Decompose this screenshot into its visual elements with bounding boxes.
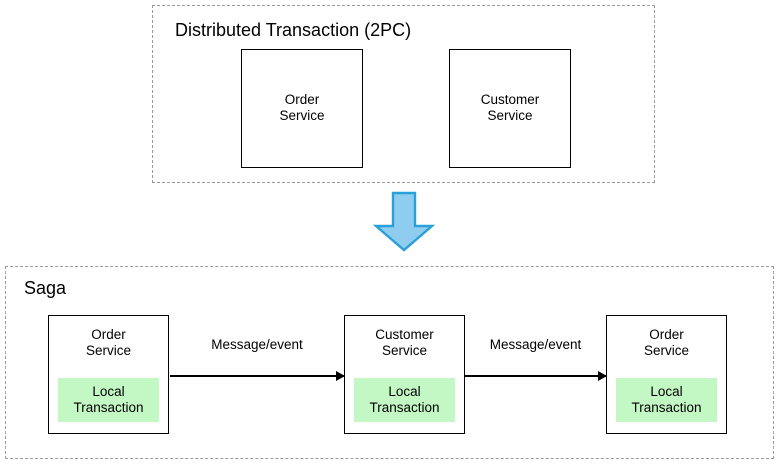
- group-distributed-transaction: Distributed Transaction (2PC): [152, 5, 655, 183]
- connector-label-message-event-1: Message/event: [211, 337, 303, 352]
- local-transaction-block: Local Transaction: [616, 378, 717, 422]
- service-box-label: Customer Service: [375, 327, 434, 358]
- group-title-distributed-transaction: Distributed Transaction (2PC): [175, 20, 412, 40]
- service-box-label: Customer Service: [480, 92, 540, 123]
- service-box-order-service-2pc[interactable]: Order Service: [241, 49, 363, 168]
- service-box-customer-service-saga[interactable]: Customer Service Local Transaction: [344, 315, 465, 434]
- connector-label-message-event-2: Message/event: [489, 337, 582, 352]
- service-box-label: Order Service: [643, 327, 689, 358]
- local-transaction-label: Local Transaction: [631, 384, 702, 415]
- connector-arrow-1: [170, 375, 344, 377]
- local-transaction-label: Local Transaction: [73, 384, 144, 415]
- local-transaction-label: Local Transaction: [369, 384, 440, 415]
- local-transaction-block: Local Transaction: [58, 378, 159, 422]
- down-arrow-icon: [372, 191, 436, 252]
- group-title-saga: Saga: [24, 278, 67, 298]
- service-box-order-service-saga-1[interactable]: Order Service Local Transaction: [48, 315, 169, 434]
- connector-arrow-2: [465, 375, 606, 377]
- service-box-order-service-saga-2[interactable]: Order Service Local Transaction: [606, 315, 727, 434]
- service-box-label: Order Service: [279, 92, 325, 123]
- service-box-customer-service-2pc[interactable]: Customer Service: [449, 49, 571, 168]
- local-transaction-block: Local Transaction: [354, 378, 455, 422]
- service-box-label: Order Service: [85, 327, 131, 358]
- group-saga: Saga: [5, 266, 774, 459]
